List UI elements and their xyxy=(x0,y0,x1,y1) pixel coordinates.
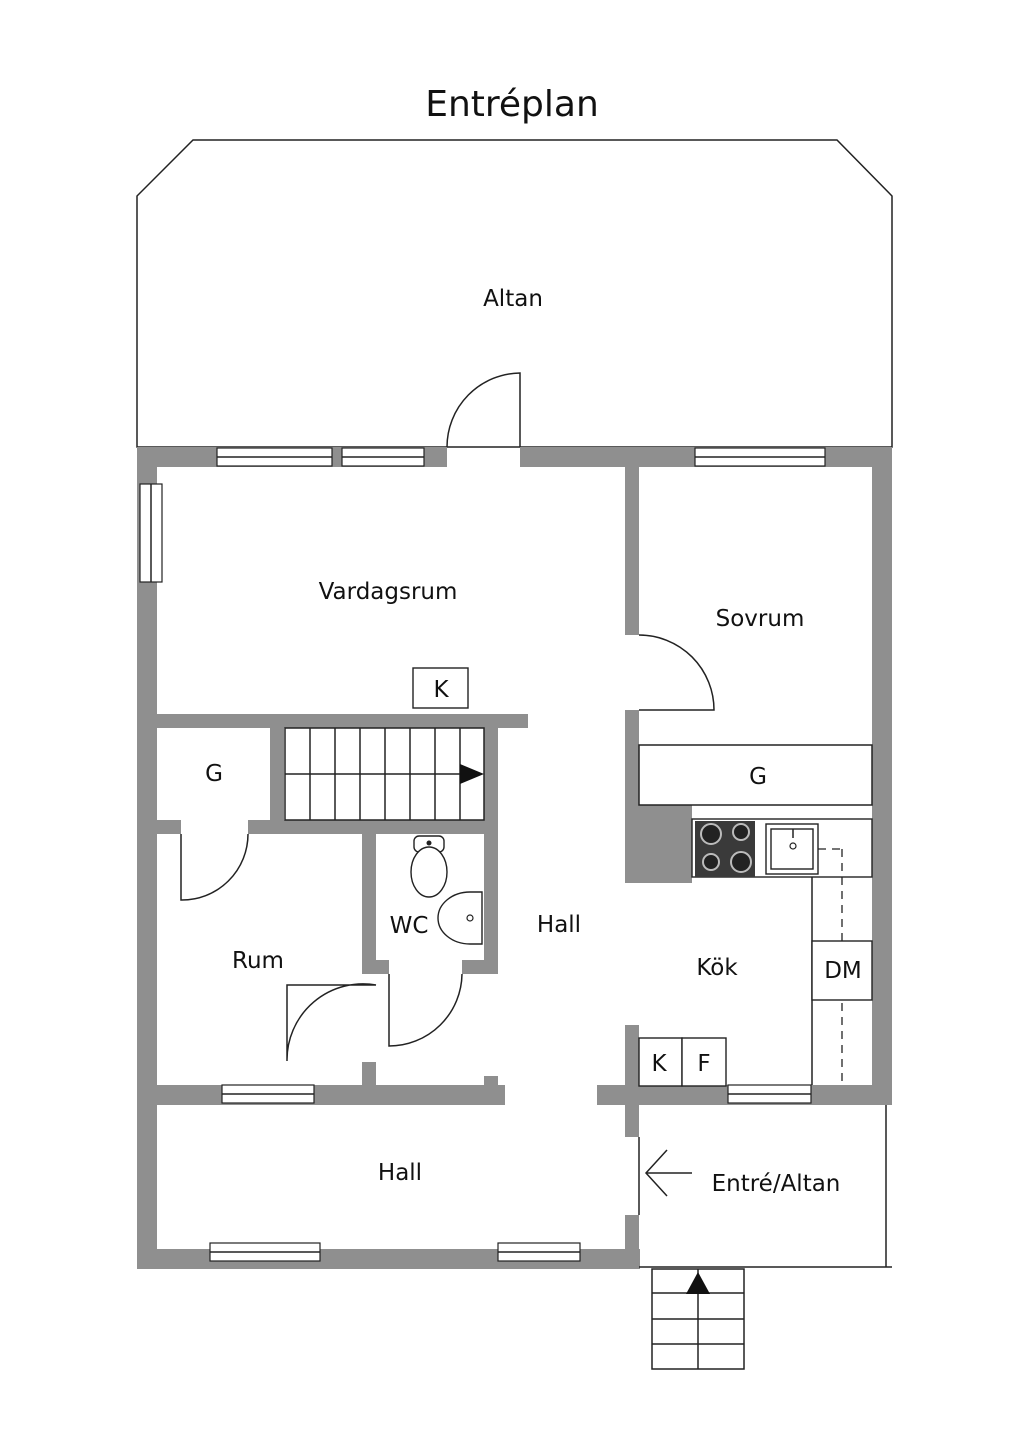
wall-wc-right xyxy=(484,834,498,974)
wc-door xyxy=(388,973,463,1047)
wall-kitchen-top xyxy=(625,805,692,883)
wall-mid-horizontal-left xyxy=(137,1085,505,1105)
terrace-door xyxy=(446,372,521,448)
steps-arrow-icon xyxy=(686,1272,710,1294)
kitchen-fixtures xyxy=(638,818,873,1087)
exterior-walls xyxy=(137,447,892,1269)
wall-kitchen-divider xyxy=(625,1025,639,1085)
wc-sink-icon xyxy=(437,891,483,945)
sovrum-door xyxy=(638,634,715,711)
wall-rum-stub xyxy=(362,1062,376,1085)
stairs-arrow-icon xyxy=(460,764,484,784)
label-dm: DM xyxy=(824,958,862,984)
wall-sovrum-left-upper xyxy=(625,467,639,635)
wall-hall-stub xyxy=(484,1076,498,1085)
label-g-right: G xyxy=(749,764,767,790)
wall-above-stairs xyxy=(157,714,528,728)
livingroom-k-box xyxy=(412,667,469,709)
toilet-icon xyxy=(410,846,448,898)
label-k-kitchen: K xyxy=(651,1051,667,1077)
room-labels: Altan Vardagsrum Sovrum K G G WC Hall Ru… xyxy=(205,286,862,1197)
label-g-left: G xyxy=(205,761,223,787)
rum-door xyxy=(286,983,377,1062)
wall-wc-bottom-right xyxy=(462,960,498,974)
room-label-sovrum: Sovrum xyxy=(716,606,805,632)
wall-entre-upper xyxy=(625,1105,639,1137)
wall-rum-right xyxy=(362,834,376,974)
label-f-kitchen: F xyxy=(697,1051,710,1077)
room-label-hall-center: Hall xyxy=(537,912,581,938)
plan-title: Entréplan xyxy=(425,84,599,125)
room-label-kok: Kök xyxy=(696,955,738,981)
staircase xyxy=(284,727,485,821)
room-label-vardagsrum: Vardagsrum xyxy=(319,579,458,605)
entry-arrow-icon xyxy=(644,1149,692,1197)
wall-entre-lower xyxy=(625,1215,639,1269)
closet-right-outline xyxy=(638,744,873,806)
wall-g-right xyxy=(270,728,284,820)
room-label-wc: WC xyxy=(390,913,429,939)
g-closet-door xyxy=(180,833,249,901)
label-k-livingroom: K xyxy=(433,677,449,703)
wall-wc-bottom xyxy=(376,960,389,974)
wall-right xyxy=(872,447,892,1104)
entrance-steps xyxy=(651,1268,745,1370)
wall-stairs-post xyxy=(484,728,498,820)
thin-partitions xyxy=(638,744,892,1268)
room-label-entre-altan: Entré/Altan xyxy=(712,1171,841,1197)
room-label-rum: Rum xyxy=(232,948,284,974)
doors xyxy=(180,372,715,1062)
dishwasher xyxy=(811,940,873,1001)
room-label-hall-bottom: Hall xyxy=(378,1160,422,1186)
freezer xyxy=(681,1037,727,1087)
windows xyxy=(139,447,826,1262)
wc-fixtures xyxy=(410,835,483,945)
room-label-altan: Altan xyxy=(483,286,543,312)
wall-below-stairs-right xyxy=(248,820,498,834)
wall-below-stairs-left xyxy=(157,820,181,834)
interior-walls xyxy=(157,467,692,1269)
wall-left xyxy=(137,447,157,1269)
